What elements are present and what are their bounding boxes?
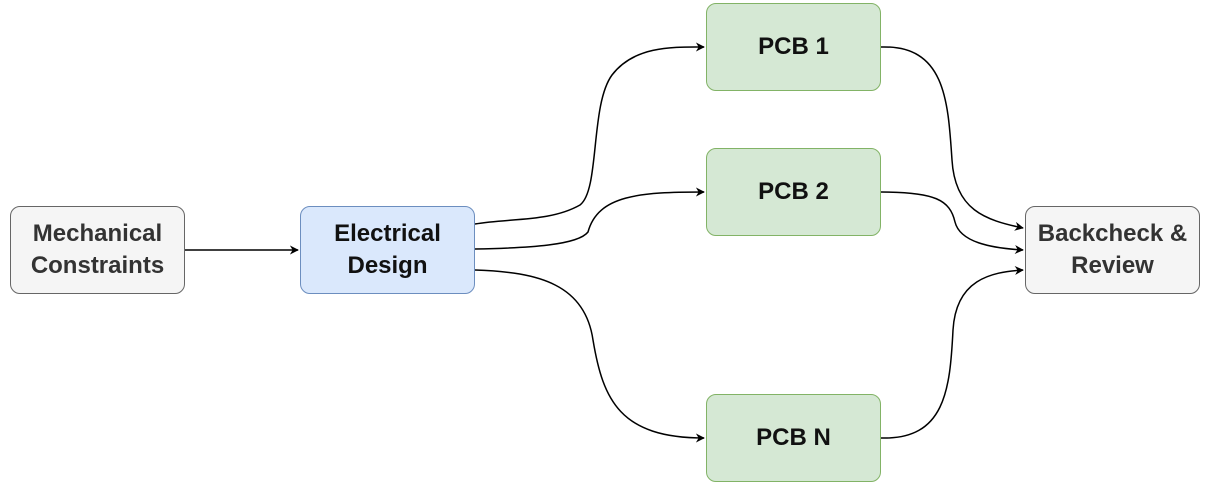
node-electrical-design: Electrical Design xyxy=(300,206,475,294)
edge-pcb1-to-review xyxy=(880,46,1024,231)
node-electrical-design-label: Electrical Design xyxy=(334,220,441,279)
node-pcb-n-label: PCB N xyxy=(756,424,831,451)
node-pcb-n: PCB N xyxy=(706,394,881,482)
node-mechanical-constraints: Mechanical Constraints xyxy=(10,206,185,294)
node-pcb-2: PCB 2 xyxy=(706,148,881,236)
node-backcheck-review: Backcheck & Review xyxy=(1025,206,1200,294)
node-backcheck-review-label: Backcheck & Review xyxy=(1037,220,1188,279)
node-pcb-1: PCB 1 xyxy=(706,3,881,91)
node-pcb-2-label: PCB 2 xyxy=(758,178,829,205)
node-pcb-1-label: PCB 1 xyxy=(758,33,829,60)
edge-pcb2-to-review xyxy=(880,191,1024,255)
edge-electrical-to-pcb2 xyxy=(474,187,705,250)
edge-electrical-to-pcbn xyxy=(474,269,705,443)
node-mechanical-constraints-label: Mechanical Constraints xyxy=(30,220,165,279)
edge-pcbn-to-review xyxy=(880,265,1024,439)
edge-electrical-to-pcb1 xyxy=(474,42,705,225)
